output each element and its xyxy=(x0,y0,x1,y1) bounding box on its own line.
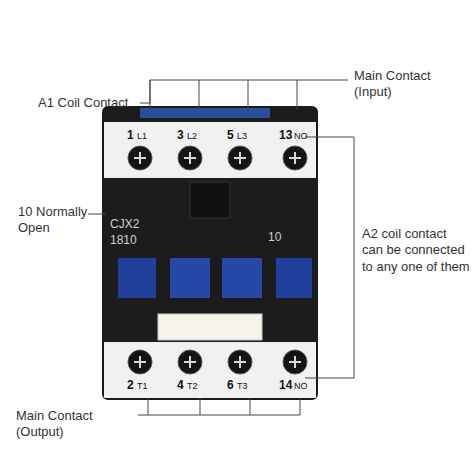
top-screws xyxy=(128,146,307,170)
bottom-screws xyxy=(128,350,307,374)
terminal-name: NO xyxy=(294,381,308,392)
terminal-number: 1 xyxy=(127,128,134,143)
terminal-number: 13 xyxy=(279,128,292,143)
terminal-number: 14 xyxy=(279,378,292,393)
callout-text: A2 coil contact can be connected to any … xyxy=(362,226,470,275)
label-strip xyxy=(158,314,262,340)
top-strip xyxy=(140,108,270,118)
terminal-name: L3 xyxy=(237,131,247,142)
blue-pad xyxy=(118,258,156,298)
callout-text: A1 Coil Contact xyxy=(38,95,148,111)
terminal-number: 3 xyxy=(177,128,184,143)
terminal-number: 5 xyxy=(227,128,234,143)
terminal-name: L1 xyxy=(137,131,147,142)
callout-text: 10 Normally Open xyxy=(18,204,90,237)
terminal-number: 6 xyxy=(227,378,234,393)
terminal-name: T1 xyxy=(137,381,148,392)
callout-text: Main Contact (Output) xyxy=(16,408,138,441)
blue-pad xyxy=(222,258,262,298)
contactor-body xyxy=(102,106,318,400)
terminal-number: 2 xyxy=(127,378,134,393)
bottom-terminal-block xyxy=(104,342,316,398)
terminal-number: 4 xyxy=(177,378,184,393)
leader-lines xyxy=(88,80,354,415)
terminal-name: T2 xyxy=(187,381,198,392)
top-terminal-block xyxy=(104,122,316,178)
blue-pad xyxy=(170,258,210,298)
model-text: CJX2 xyxy=(110,217,139,232)
blue-pad xyxy=(276,258,312,298)
terminal-name: T3 xyxy=(237,381,248,392)
terminal-name: NO xyxy=(294,131,308,142)
window xyxy=(190,182,230,218)
callout-text: Main Contact (Input) xyxy=(354,68,469,101)
terminal-name: L2 xyxy=(187,131,197,142)
model-text: 1810 xyxy=(110,233,137,248)
contact-type: 10 xyxy=(268,230,281,245)
screw-slots xyxy=(134,152,301,368)
